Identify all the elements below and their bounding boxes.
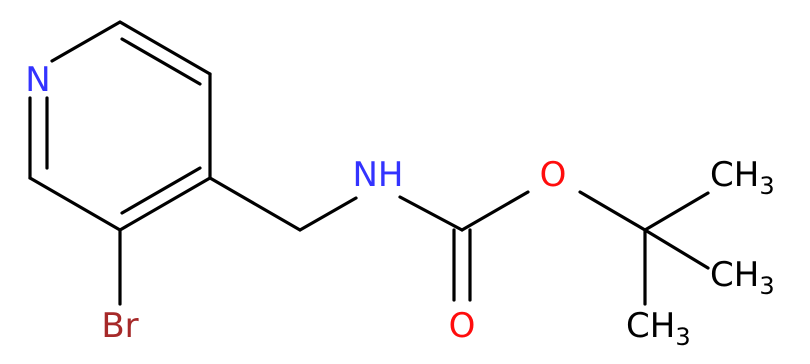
bond-c4-c5-inner [120,166,202,215]
bond-c-o-ester [460,190,530,232]
ch3-mid-main: CH [710,255,759,295]
pyridine-ring [28,20,212,232]
atom-ch3-bot: CH3 [626,306,691,351]
bond-c4-ch2 [208,176,302,232]
bond-o-ctert [578,190,647,232]
atom-o-carbonyl: O [449,306,476,346]
atom-ch3-mid: CH3 [710,255,775,300]
ch3-bot-sub: 3 [675,323,690,351]
ch3-mid-sub: 3 [759,272,774,300]
ch3-top-sub: 3 [759,172,774,200]
bond-ch2-n [298,196,358,232]
bond-n-c2 [50,20,122,63]
ch3-top-main: CH [710,155,759,195]
bond-c2-c3 [118,20,212,76]
bond-n-c-carbonyl [398,195,464,232]
bond-c4-c5 [118,176,212,232]
bond-ctert-ch3-top [643,191,710,232]
atom-ch3-top: CH3 [710,155,775,200]
bond-c5-c6 [28,176,122,232]
bond-c2-c3-inner [120,37,202,86]
bond-ctert-ch3-mid [643,228,710,270]
atom-n-ring: N [25,60,50,100]
atom-o-ester: O [540,155,567,195]
atom-br: Br [101,306,138,346]
atom-nh: NH [353,155,404,195]
ch3-bot-main: CH [626,306,675,346]
